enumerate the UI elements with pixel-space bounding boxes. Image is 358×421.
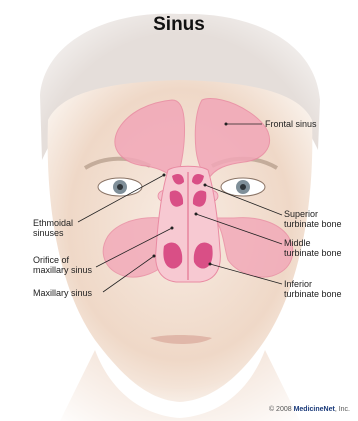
- label-inferior-turbinate: Inferior turbinate bone: [284, 279, 342, 299]
- copyright-brand: MedicineNet: [294, 406, 335, 413]
- label-orifice-maxillary: Orifice of maxillary sinus: [33, 255, 92, 275]
- label-maxillary-sinus: Maxillary sinus: [33, 288, 92, 298]
- label-ethmoidal-sinuses: Ethmoidal sinuses: [33, 218, 73, 238]
- copyright-notice: © 2008 MedicineNet, Inc.: [269, 406, 350, 413]
- label-superior-turbinate: Superior turbinate bone: [284, 209, 342, 229]
- label-middle-turbinate: Middle turbinate bone: [284, 238, 342, 258]
- label-frontal-sinus: Frontal sinus: [265, 119, 317, 129]
- copyright-prefix: © 2008: [269, 406, 294, 413]
- diagram-title: Sinus: [0, 14, 358, 36]
- copyright-suffix: , Inc.: [335, 406, 350, 413]
